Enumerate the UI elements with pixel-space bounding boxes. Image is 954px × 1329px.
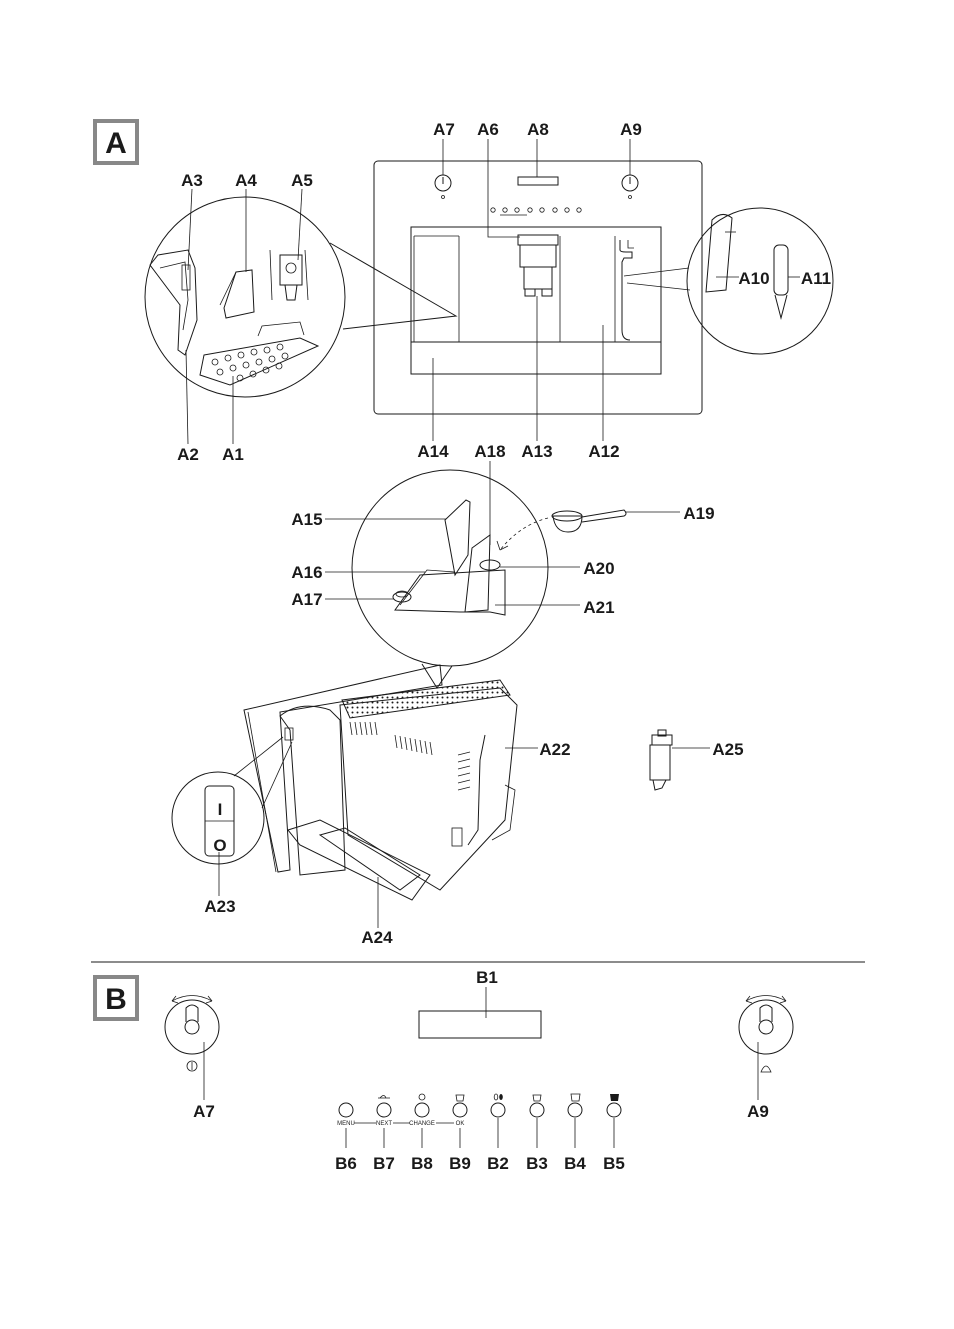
power-switch-zoom: I O xyxy=(171,736,293,865)
label-b6: B6 xyxy=(335,1154,357,1173)
ok-text: OK xyxy=(456,1121,465,1127)
coffee-spout xyxy=(517,234,559,297)
label-a3: A3 xyxy=(181,171,203,190)
label-a1: A1 xyxy=(222,445,244,464)
next-text: NEXT xyxy=(376,1121,392,1127)
label-a5: A5 xyxy=(291,171,313,190)
label-a13: A13 xyxy=(521,442,552,461)
label-a21: A21 xyxy=(583,598,614,617)
accessory-part-a25 xyxy=(649,729,673,791)
label-a9: A9 xyxy=(620,120,642,139)
measuring-scoop xyxy=(496,509,627,551)
label-a11: A11 xyxy=(801,269,831,288)
drip-grid-holes xyxy=(211,343,289,382)
label-a7: A7 xyxy=(433,120,455,139)
change-text: CHANGE xyxy=(409,1121,435,1127)
label-b5: B5 xyxy=(603,1154,625,1173)
label-a15: A15 xyxy=(291,510,322,529)
label-a20: A20 xyxy=(583,559,614,578)
section-a-badge: A xyxy=(93,119,139,165)
menu-text: MENU xyxy=(337,1121,355,1127)
label-a8: A8 xyxy=(527,120,549,139)
section-a-letter: A xyxy=(105,127,127,160)
steam-wand xyxy=(619,240,634,341)
coffee-button[interactable] xyxy=(567,1102,583,1118)
labels-a: A7 A6 A8 A9 A3 A4 A5 A10 A11 A2 A1 A14 A… xyxy=(177,120,831,947)
menu-button[interactable] xyxy=(338,1102,354,1118)
front-button-row xyxy=(490,207,582,216)
side-vents xyxy=(349,721,471,791)
label-a16: A16 xyxy=(291,563,322,582)
switch-on-mark: I xyxy=(218,800,223,819)
label-b2: B2 xyxy=(487,1154,509,1173)
next-button[interactable] xyxy=(376,1102,392,1118)
accessory-zoom xyxy=(623,207,834,355)
espresso-button[interactable] xyxy=(529,1102,545,1118)
label-b3: B3 xyxy=(526,1154,548,1173)
leader-lines-a xyxy=(185,139,800,928)
label-a23: A23 xyxy=(204,897,235,916)
brew-unit-zoom xyxy=(144,196,458,398)
aroma-button[interactable] xyxy=(490,1102,506,1118)
display-window xyxy=(517,176,559,186)
label-a4: A4 xyxy=(235,171,257,190)
label-b7: B7 xyxy=(373,1154,395,1173)
label-a12: A12 xyxy=(588,442,619,461)
beans-icon xyxy=(493,1093,503,1101)
label-a6: A6 xyxy=(477,120,499,139)
label-b8: B8 xyxy=(411,1154,433,1173)
section-b-badge: B xyxy=(93,975,139,1021)
label-b-a9: A9 xyxy=(747,1102,769,1121)
label-a10: A10 xyxy=(738,269,769,288)
ok-button[interactable] xyxy=(452,1102,468,1118)
steam-knob-large-icon xyxy=(738,995,794,1100)
coffee-cup-icon xyxy=(570,1093,581,1102)
steam-knob-icon xyxy=(621,174,639,199)
next-icon xyxy=(378,1095,390,1099)
machine-body xyxy=(243,664,518,901)
change-icon xyxy=(418,1093,426,1101)
machine-front-panel xyxy=(373,160,703,415)
water-tank-zoom xyxy=(351,469,549,689)
switch-off-mark: O xyxy=(213,836,226,855)
control-buttons: MENU NEXT CHANGE OK xyxy=(337,1093,622,1148)
power-knob-icon xyxy=(434,174,452,199)
label-a19: A19 xyxy=(683,504,714,523)
label-b-a7: A7 xyxy=(193,1102,215,1121)
large-coffee-button[interactable] xyxy=(606,1102,622,1118)
espresso-cup-icon xyxy=(532,1094,542,1102)
large-cup-icon xyxy=(610,1094,619,1101)
label-b4: B4 xyxy=(564,1154,586,1173)
power-knob-large-icon xyxy=(164,995,220,1100)
section-b-letter: B xyxy=(105,983,127,1016)
label-a14: A14 xyxy=(417,442,449,461)
label-a22: A22 xyxy=(539,740,570,759)
label-b9: B9 xyxy=(449,1154,471,1173)
label-a18: A18 xyxy=(474,442,505,461)
change-button[interactable] xyxy=(414,1102,430,1118)
labels-b: B6 B7 B8 B9 B2 B3 B4 B5 xyxy=(335,1154,625,1173)
label-b1: B1 xyxy=(476,968,498,987)
ok-cup-icon xyxy=(455,1094,465,1102)
label-a2: A2 xyxy=(177,445,199,464)
label-a17: A17 xyxy=(291,590,322,609)
label-a24: A24 xyxy=(361,928,393,947)
display-b1 xyxy=(418,1010,542,1039)
label-a25: A25 xyxy=(712,740,743,759)
